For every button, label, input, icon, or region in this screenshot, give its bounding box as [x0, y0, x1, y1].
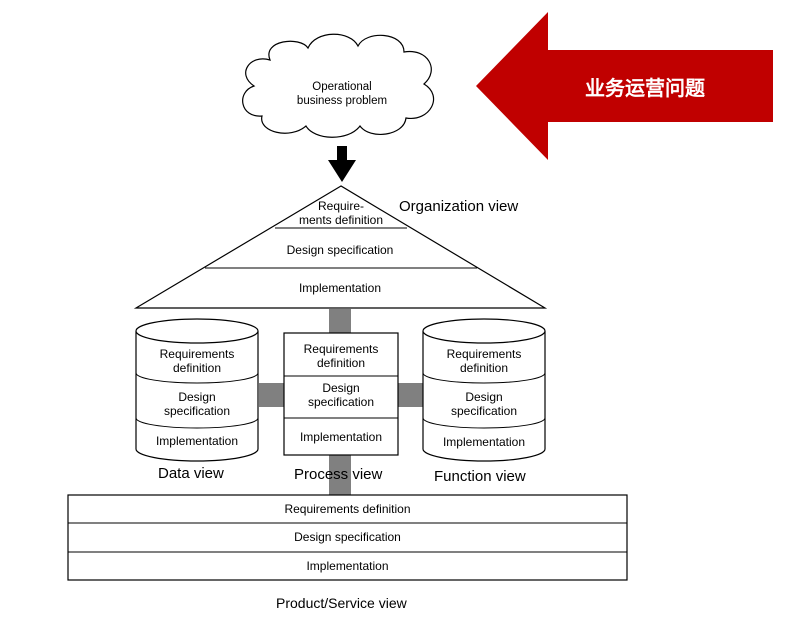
connector-process-function	[398, 383, 424, 407]
process-layer-implementation: Implementation	[299, 430, 383, 444]
connector-data-process	[259, 383, 284, 407]
function-view-label: Function view	[434, 468, 526, 485]
banner-text: 业务运营问题	[585, 76, 705, 100]
data-layer-design: Design specification	[163, 390, 231, 418]
product-service-view-label: Product/Service view	[276, 595, 407, 611]
cloud-text: Operational business problem	[296, 81, 388, 107]
function-layer-requirements: Requirements definition	[446, 347, 522, 375]
org-layer-implementation: Implementation	[298, 281, 382, 295]
connector-org-process	[329, 309, 351, 333]
product-layer-requirements: Requirements definition	[284, 502, 411, 516]
data-layer-requirements: Requirements definition	[159, 347, 235, 375]
red-arrow-banner	[476, 12, 773, 160]
org-layer-design: Design specification	[286, 243, 394, 257]
process-layer-requirements: Requirements definition	[303, 342, 379, 370]
process-layer-design: Design specification	[307, 381, 375, 409]
data-view-label: Data view	[158, 465, 224, 482]
data-view-cylinder	[135, 318, 259, 462]
function-layer-design: Design specification	[450, 390, 518, 418]
organization-view-label: Organization view	[399, 198, 519, 215]
org-layer-requirements: Require- ments definition	[298, 199, 384, 227]
process-view-label: Process view	[294, 466, 383, 483]
operational-problem-cloud	[242, 33, 435, 138]
down-arrow-shaft	[337, 146, 347, 160]
function-layer-implementation: Implementation	[442, 435, 526, 449]
connector-process-product	[329, 455, 351, 495]
product-layer-implementation: Implementation	[306, 559, 389, 573]
data-layer-implementation: Implementation	[155, 434, 239, 448]
product-service-view-base	[67, 494, 628, 581]
product-layer-design: Design specification	[294, 530, 401, 544]
down-arrow-head	[328, 160, 356, 182]
process-view-box	[283, 332, 399, 456]
function-view-cylinder	[422, 318, 546, 462]
organization-view-roof	[133, 185, 548, 309]
